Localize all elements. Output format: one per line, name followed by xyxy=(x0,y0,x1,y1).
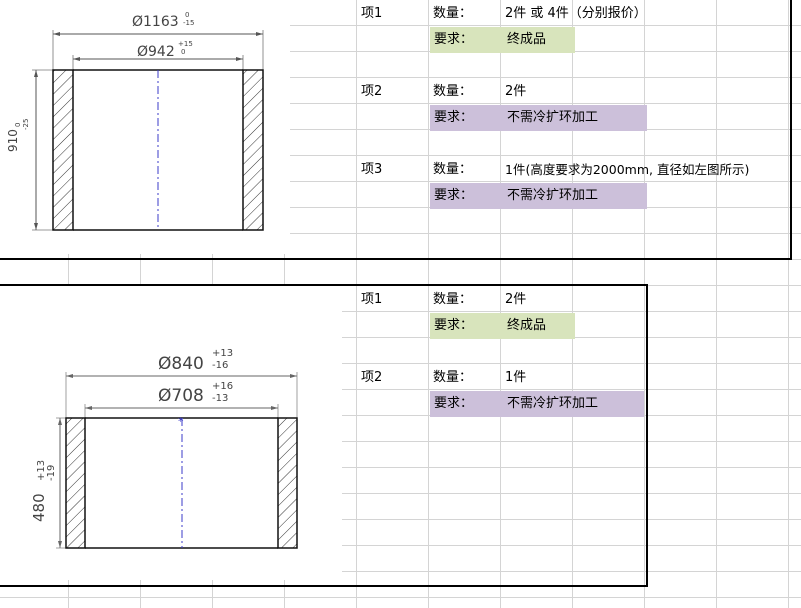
inner-diameter-label: Ø942 xyxy=(137,44,175,60)
item-1-label[interactable]: 项1 xyxy=(361,6,383,21)
outer-tol-lower-2: -16 xyxy=(212,360,229,371)
ring-drawing-1-svg xyxy=(32,30,264,231)
ring-drawing-2-svg: * xyxy=(56,372,298,549)
ring-drawing-2[interactable]: * Ø840 +13 -16 Ø708 +16 -13 480 +13 -19 xyxy=(0,286,342,580)
item-1-qty-label[interactable]: 数量： xyxy=(433,6,473,21)
outer-tol-upper: 0 xyxy=(185,11,190,19)
bordered-range-2 xyxy=(0,284,648,587)
ring-wall-left xyxy=(52,69,74,231)
inner-diameter-label-2: Ø708 xyxy=(158,386,204,406)
outer-diameter-label: Ø1163 xyxy=(132,14,179,30)
item-3-qty-value[interactable]: 1件(高度要求为2000mm, 直径如左图所示) xyxy=(505,162,750,177)
block2-item-1-qty-label[interactable]: 数量： xyxy=(433,292,473,307)
height-label-2: 480 xyxy=(30,493,48,522)
item-3-req-value[interactable]: 不需冷扩环加工 xyxy=(503,183,647,209)
block2-item-2-req-label[interactable]: 要求： xyxy=(430,391,503,417)
block2-item-1-req-label[interactable]: 要求： xyxy=(430,313,503,339)
item-2-qty-label[interactable]: 数量： xyxy=(433,84,473,99)
ring-wall-right xyxy=(242,69,264,231)
item-1-qty-value[interactable]: 2件 或 4件（分别报价） xyxy=(505,6,647,21)
item-1-req-label[interactable]: 要求： xyxy=(430,27,503,53)
inner-tol-lower-2: -13 xyxy=(212,393,229,404)
outer-tol-upper-2: +13 xyxy=(212,348,234,359)
height-tol-lower-2: -19 xyxy=(46,464,57,481)
outer-tol-lower: -15 xyxy=(183,19,195,27)
block2-item-2-req-value[interactable]: 不需冷扩环加工 xyxy=(503,391,644,417)
ring2-wall-left xyxy=(65,417,86,549)
inner-tol-upper-2: +16 xyxy=(212,381,234,392)
ring-drawing-1[interactable]: Ø1163 0 -15 Ø942 +15 0 910 0 -25 xyxy=(0,0,290,254)
outer-diameter-label-2: Ø840 xyxy=(158,354,204,374)
item-2-qty-value[interactable]: 2件 xyxy=(505,84,527,99)
block2-item-1-qty-value[interactable]: 2件 xyxy=(505,292,527,307)
item-1-req-value[interactable]: 终成品 xyxy=(503,27,575,53)
bordered-range-1 xyxy=(0,0,792,260)
block2-item-1-req-value[interactable]: 终成品 xyxy=(503,313,575,339)
height-tol-lower: -25 xyxy=(22,118,30,130)
block2-item-2-qty-label[interactable]: 数量： xyxy=(433,370,473,385)
height-label: 910 xyxy=(6,129,20,152)
item-3-qty-label[interactable]: 数量： xyxy=(433,162,473,177)
block2-item-2-qty-value[interactable]: 1件 xyxy=(505,370,527,385)
inner-tol-upper: +15 xyxy=(178,40,193,48)
block2-item-2-label[interactable]: 项2 xyxy=(361,370,383,385)
item-3-req-label[interactable]: 要求： xyxy=(430,183,503,209)
item-2-req-value[interactable]: 不需冷扩环加工 xyxy=(503,105,647,131)
height-tol-upper: 0 xyxy=(14,122,22,127)
item-2-label[interactable]: 项2 xyxy=(361,84,383,99)
block2-item-1-label[interactable]: 项1 xyxy=(361,292,383,307)
item-3-label[interactable]: 项3 xyxy=(361,162,383,177)
inner-tol-lower: 0 xyxy=(181,48,186,56)
ring2-wall-right xyxy=(277,417,298,549)
svg-text:*: * xyxy=(178,415,184,428)
item-2-req-label[interactable]: 要求： xyxy=(430,105,503,131)
